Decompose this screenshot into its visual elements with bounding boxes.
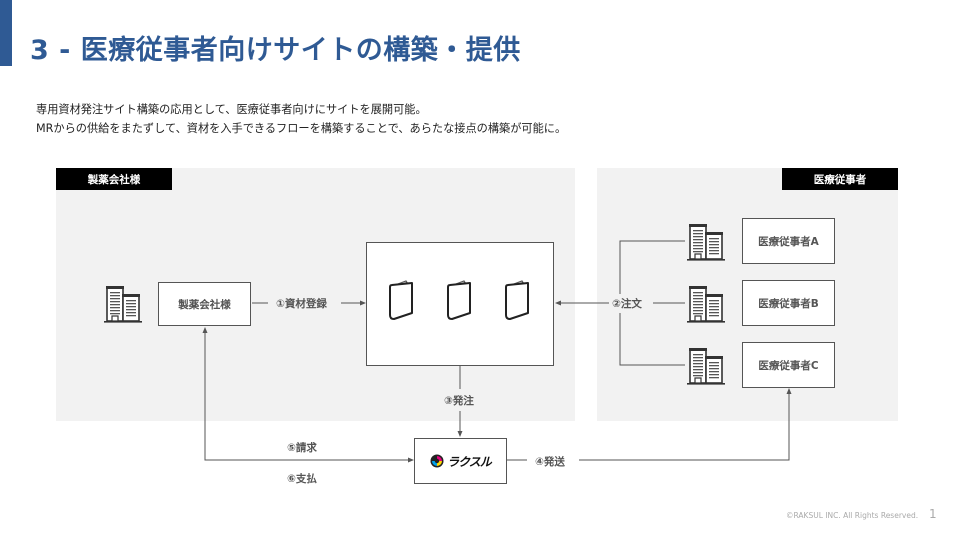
pharma-node: 製薬会社様 [158,282,251,326]
raksul-logo-mark-icon [430,454,444,468]
building-icon [687,284,727,328]
copyright: ©RAKSUL INC. All Rights Reserved. [786,511,919,520]
line-step4-b [579,388,792,461]
flow-step6-label: ⑥支払 [287,473,317,485]
line-step2-bottom [619,313,685,366]
flow-step2-label: ②注文 [612,298,642,310]
provider-b-node: 医療従事者B [742,280,835,326]
provider-panel-label: 医療従事者 [782,168,898,190]
raksul-node: ラクスル [414,438,507,484]
book-icon [502,279,532,325]
page-title: 3 - 医療従事者向けサイトの構築・提供 [30,35,521,66]
provider-c-node: 医療従事者C [742,342,835,388]
line-step2-top [619,240,685,294]
flow-step1-label: ①資材登録 [276,298,327,310]
line-step5-6 [204,336,413,461]
book-icon [386,279,416,325]
raksul-logo-text: ラクスル [447,454,492,469]
page-number: 1 [929,507,937,521]
flow-step5-label: ⑤請求 [287,442,317,454]
flow-step4-label: ④発送 [535,456,565,468]
pharma-panel-label: 製薬会社様 [56,168,172,190]
building-icon [687,346,727,390]
raksul-logo: ラクスル [430,453,492,470]
flow-step3-label: ③発注 [444,395,474,407]
book-icon [444,279,474,325]
accent-bar [0,0,12,66]
description-line-1: 専用資材発注サイト構築の応用として、医療従事者向けにサイトを展開可能。 [36,103,427,116]
building-icon [687,222,727,266]
description: 専用資材発注サイト構築の応用として、医療従事者向けにサイトを展開可能。 MRから… [36,100,566,138]
building-icon [104,284,144,328]
provider-a-node: 医療従事者A [742,218,835,264]
description-line-2: MRからの供給をまたずして、資材を入手できるフローを構築することで、あらたな接点… [36,122,567,135]
